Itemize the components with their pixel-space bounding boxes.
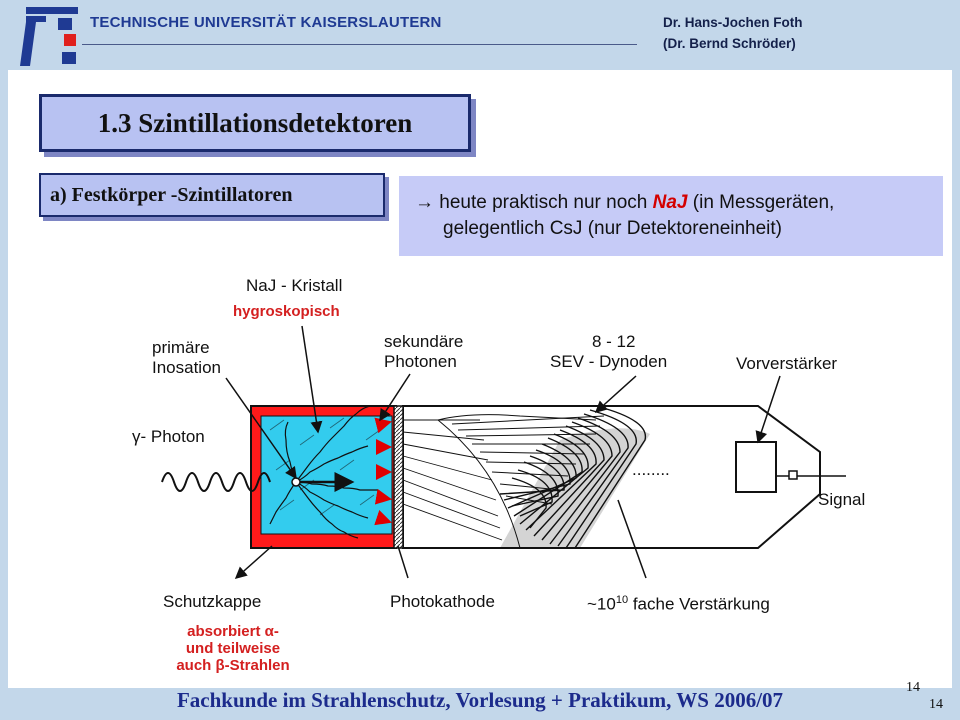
schutzkappe-label: Schutzkappe: [163, 592, 262, 611]
absorbiert-line-3: auch β-Strahlen: [176, 657, 290, 674]
naj-kristall-label: NaJ - Kristall: [246, 276, 343, 295]
gamma-wave: [161, 472, 271, 492]
signal-label: Signal: [818, 490, 866, 509]
author-block: Dr. Hans-Jochen Foth (Dr. Bernd Schröder…: [663, 12, 803, 54]
primaere-line-2: Inosation: [152, 358, 221, 377]
absorbiert-line-1: absorbiert α-: [187, 623, 279, 640]
photokathode: [393, 405, 404, 549]
note-line-2: gelegentlich CsJ (nur Detektoreneinheit): [443, 218, 783, 239]
electron-paths: [402, 419, 503, 541]
pointer-lines: [225, 325, 846, 579]
primaere-line-1: primäre: [152, 338, 210, 357]
section-subtitle: a) Festkörper -Szintillatoren: [39, 173, 385, 217]
footer-text: Fachkunde im Strahlenschutz, Vorlesung +…: [176, 688, 784, 712]
note-text-2: (in Messgeräten,: [687, 192, 835, 213]
dynode-block: [499, 405, 647, 549]
verstaerkung-text: fache Verstärkung: [628, 594, 770, 614]
note-box: → heute praktisch nur noch NaJ (in Messg…: [399, 176, 943, 256]
sev-line-1: 8 - 12: [592, 332, 636, 351]
vorverstaerker-label: Vorverstärker: [736, 354, 838, 373]
slide-title: 1.3 Szintillationsdetektoren: [39, 94, 471, 152]
university-name: TECHNISCHE UNIVERSITÄT KAISERSLAUTERN: [90, 14, 442, 31]
gamma-photon-label: γ- Photon: [132, 427, 205, 446]
sekundaere-line-2: Photonen: [384, 352, 457, 371]
dotted-continuation: ........: [632, 460, 670, 479]
note-text-1: heute praktisch nur noch: [434, 192, 653, 213]
sekundaere-photonen-label: sekundäre Photonen: [384, 332, 463, 372]
header-divider: [82, 44, 637, 45]
sev-dynoden-label: 8 - 12 SEV - Dynoden: [550, 332, 667, 372]
tu-logo-icon: [20, 7, 78, 66]
author-coauthor: (Dr. Bernd Schröder): [663, 36, 796, 51]
verstaerkung-base: ~10: [587, 594, 616, 614]
author-name: Dr. Hans-Jochen Foth: [663, 15, 803, 30]
photon-red-arrows: [374, 417, 392, 526]
primaere-ionisation-label: primäre Inosation: [152, 338, 221, 378]
page-number-top: 14: [906, 680, 920, 695]
absorbiert-line-2: und teilweise: [185, 640, 281, 657]
verstaerkung-exponent: 10: [615, 594, 629, 606]
page-number-bottom: 14: [929, 697, 943, 712]
hygroskopisch-label: hygroskopisch: [233, 303, 340, 320]
dynode-fan-1: [437, 414, 605, 549]
verstaerkung-label: ~1010 fache Verstärkung: [587, 590, 770, 615]
note-highlight: NaJ: [652, 192, 688, 213]
note-line-1: → heute praktisch nur noch NaJ (in Messg…: [415, 192, 834, 214]
absorbiert-label: absorbiert α- und teilweise auch β-Strah…: [148, 623, 318, 674]
naj-crystal: [260, 415, 393, 535]
vorverstaerker-box: [735, 441, 777, 493]
arrow-right-icon: →: [415, 192, 434, 213]
primary-ionisation-point: [291, 477, 301, 487]
sev-line-2: SEV - Dynoden: [550, 352, 668, 371]
sekundaere-line-1: sekundäre: [384, 332, 464, 351]
photokathode-label: Photokathode: [390, 592, 495, 611]
